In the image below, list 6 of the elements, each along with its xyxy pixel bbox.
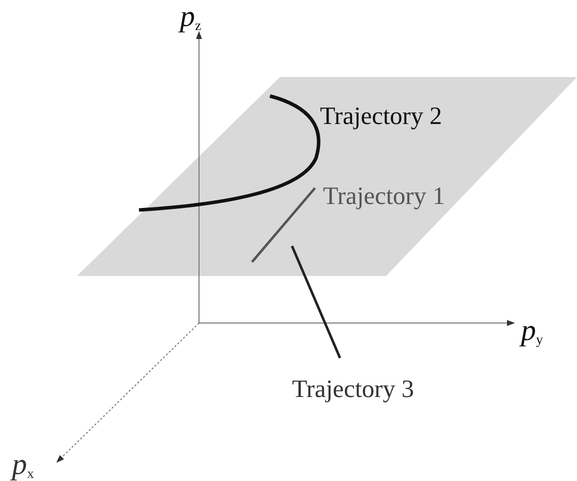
trajectory-label: Trajectory 2	[320, 104, 442, 129]
axis-label: p$_{y}$	[521, 316, 543, 348]
trajectory-label: Trajectory 1	[323, 184, 445, 209]
axis-label: p$_{x}$	[12, 450, 34, 481]
axis-label: p$_{z}$	[180, 2, 202, 34]
trajectory-label: Trajectory 3	[292, 377, 414, 402]
